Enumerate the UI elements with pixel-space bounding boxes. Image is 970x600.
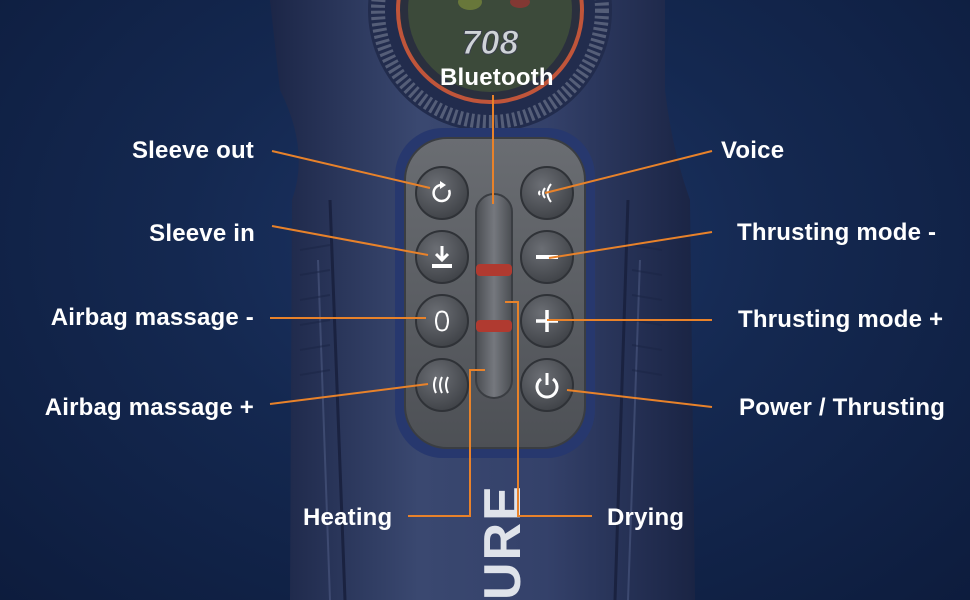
leader-power	[566, 389, 713, 408]
label-voice: Voice	[721, 137, 785, 164]
thrusting-minus-button[interactable]	[520, 230, 574, 284]
indicator-lower	[476, 320, 512, 332]
leader-airbag-plus	[269, 383, 429, 405]
leader-voice	[544, 150, 713, 194]
leader-sleeve-in	[271, 225, 429, 256]
heating-drying-slider[interactable]	[475, 193, 513, 399]
label-bluetooth: Bluetooth	[440, 64, 554, 91]
label-sleeve-in: Sleeve in	[149, 220, 255, 247]
leader-drying	[505, 301, 592, 517]
airbag-minus-button[interactable]	[415, 294, 469, 348]
download-icon	[432, 246, 452, 268]
sleeve-in-button[interactable]	[415, 230, 469, 284]
device-brand-text: URE	[474, 484, 532, 600]
label-sleeve-out: Sleeve out	[131, 137, 254, 164]
minus-icon	[536, 255, 558, 259]
power-icon	[535, 373, 559, 399]
label-thrusting-plus: Thrusting mode +	[738, 306, 944, 333]
label-heating: Heating	[303, 504, 393, 531]
label-power: Power / Thrusting	[739, 394, 946, 421]
leader-sleeve-out	[271, 150, 431, 189]
rotate-icon	[432, 183, 451, 203]
leader-thrust-minus	[548, 231, 713, 259]
sleeve-out-button[interactable]	[415, 166, 469, 220]
indicator-upper	[476, 264, 512, 276]
label-thrusting-minus: Thrusting mode -	[737, 219, 937, 246]
leader-heating	[408, 369, 485, 517]
display-logo: 708	[462, 24, 519, 62]
label-airbag-minus: Airbag massage -	[50, 304, 254, 331]
leader-lines	[269, 95, 713, 517]
compress-wave-icon	[435, 310, 449, 332]
expand-wave-icon	[433, 376, 449, 394]
dial: 708	[368, 0, 612, 132]
label-drying: Drying	[607, 504, 685, 531]
power-button[interactable]	[520, 358, 574, 412]
label-airbag-plus: Airbag massage +	[44, 394, 254, 421]
